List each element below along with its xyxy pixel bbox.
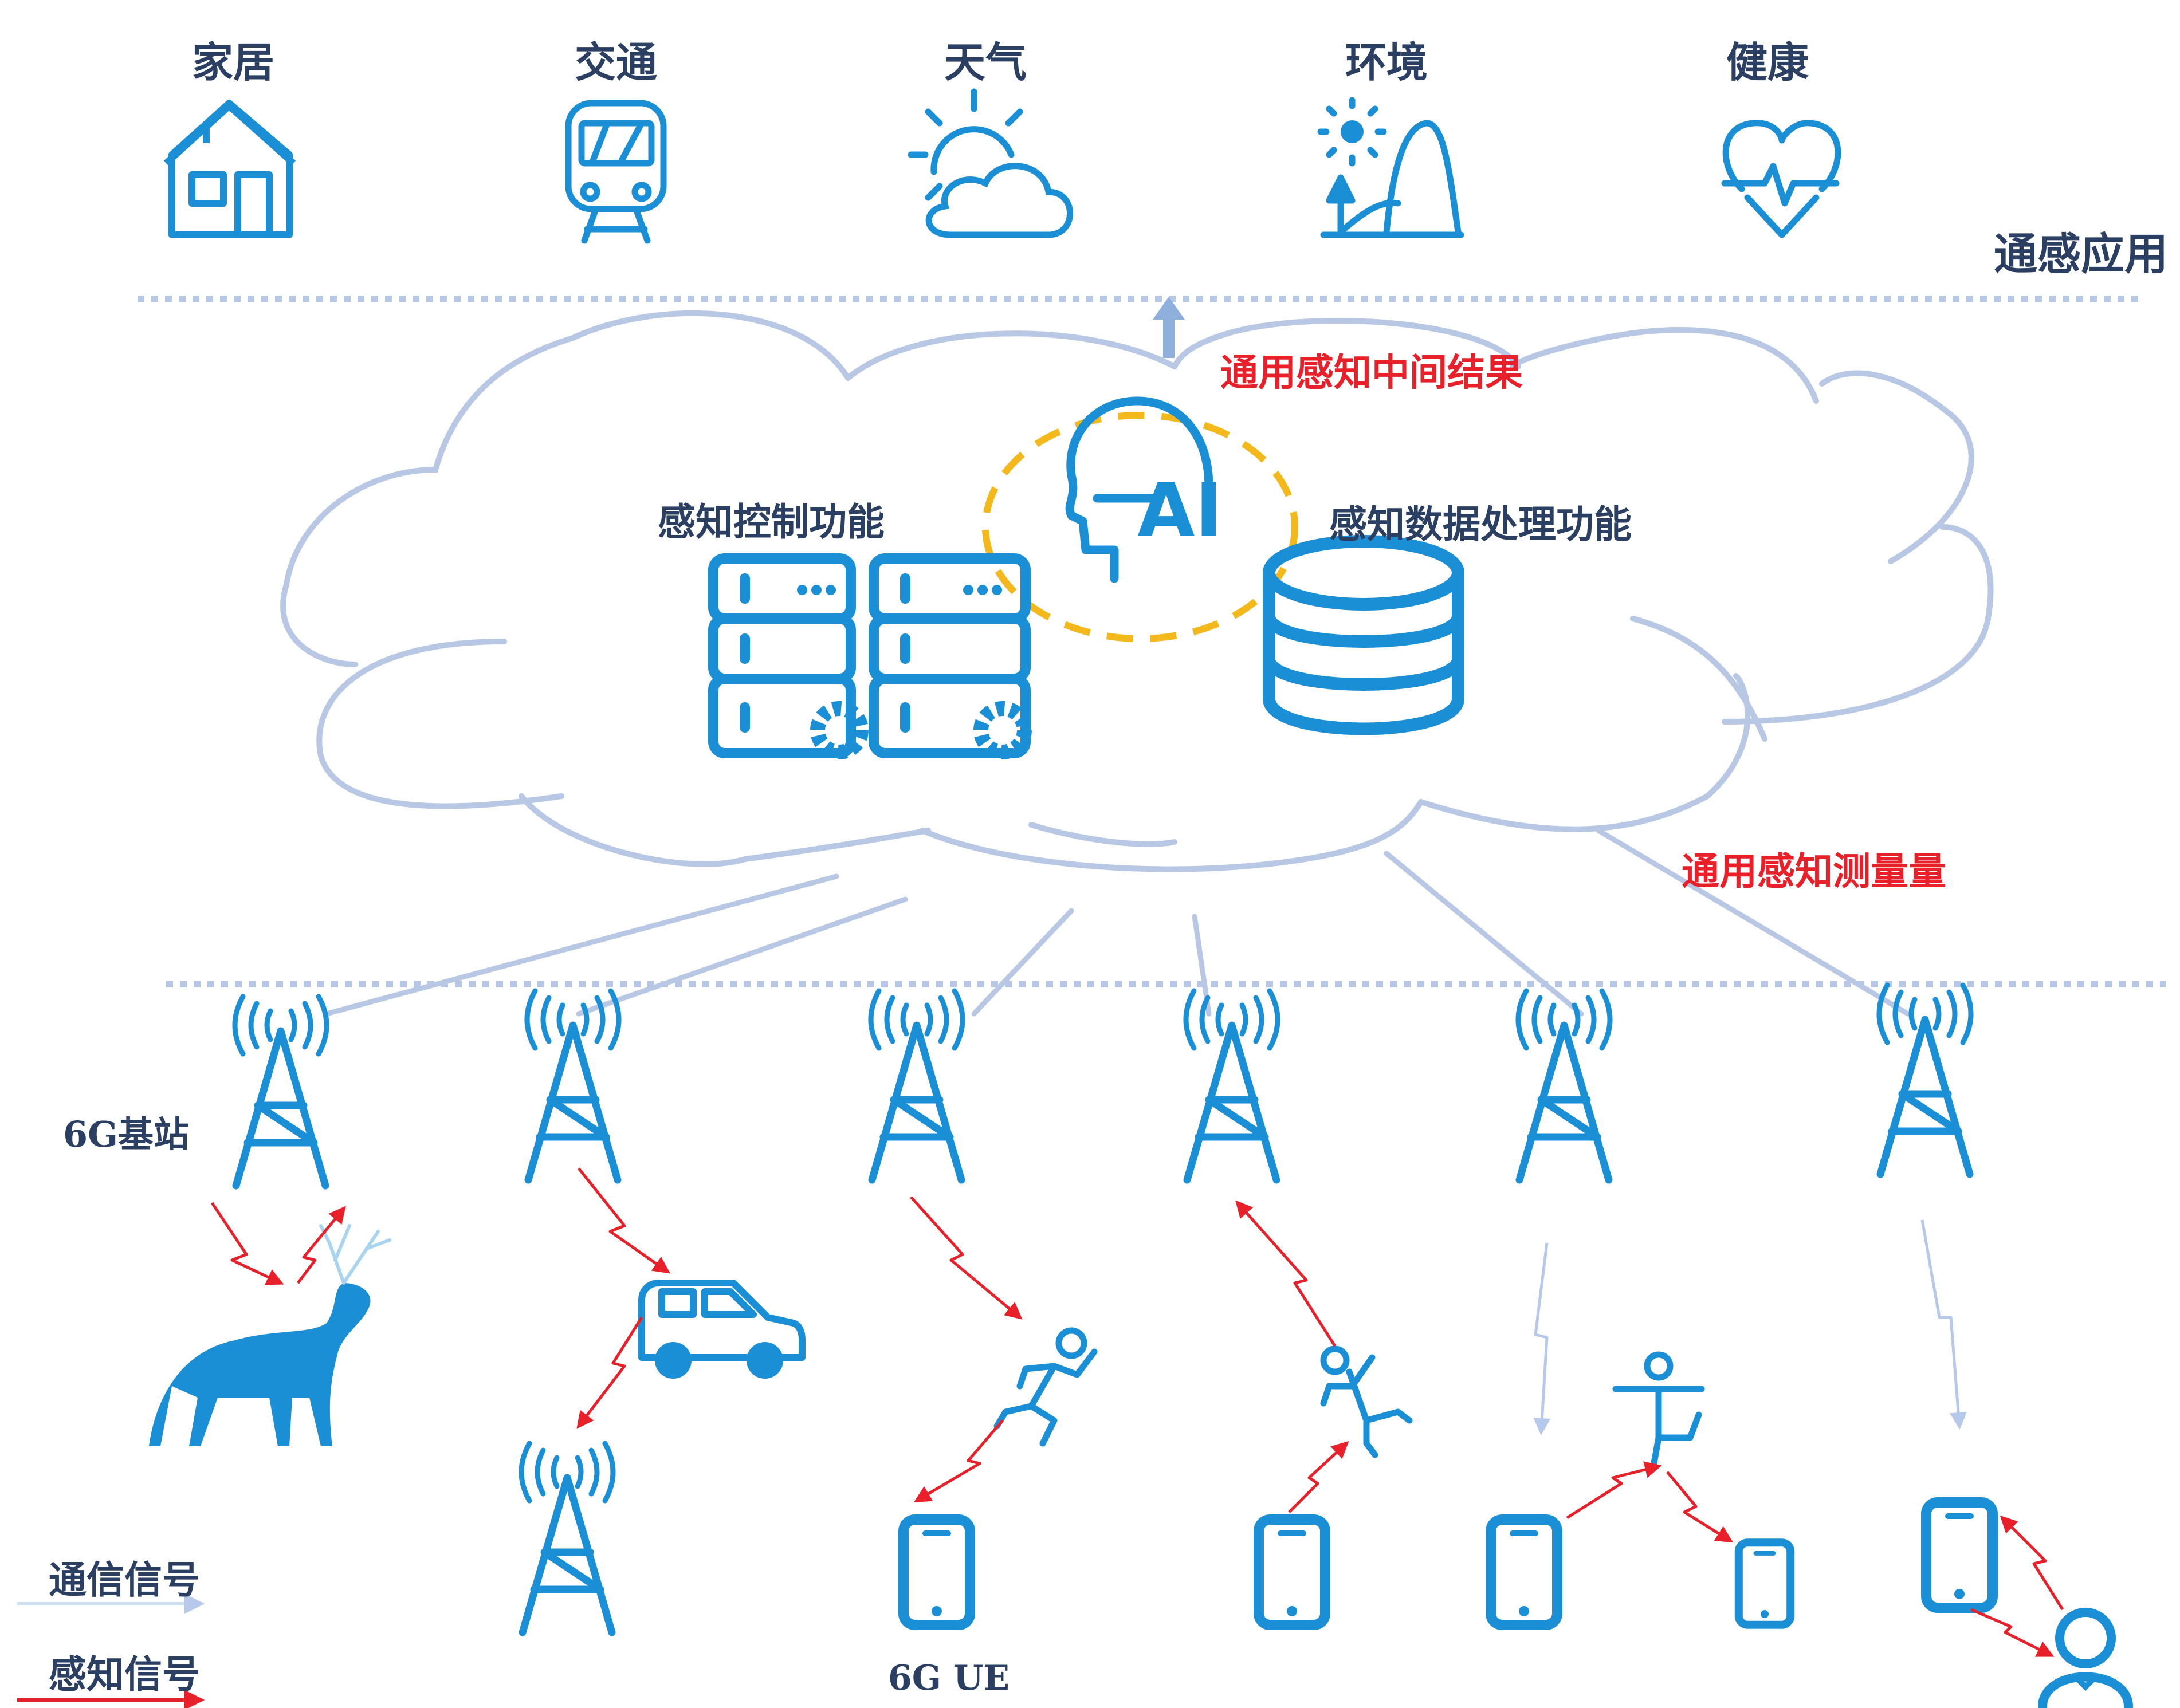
phone-icon [1739,1542,1790,1625]
ai-head-icon [1065,396,1213,583]
application-layer-label: 通感应用 [1994,229,2168,280]
communication-signal-arrows [1533,1219,1967,1435]
ue-label: 6G UE [888,1658,1010,1698]
running-person-icon [993,1327,1098,1447]
control-server-icon [708,553,1031,758]
phone-icon [1491,1520,1557,1625]
legend-sense-label: 感知信号 [49,1652,200,1697]
base-station-icon [521,1443,613,1632]
ai-ring [982,412,1298,642]
legend-comm-label: 通信信号 [49,1557,200,1602]
sensing-signal-arrows [210,1167,2064,1657]
phone-icon [1259,1520,1325,1625]
health-icon [1721,120,1841,238]
app-label-environment: 环境 [1345,38,1428,86]
base-station-icon [871,991,963,1180]
app-label-home: 家居 [191,38,275,86]
falling-person-icon [1320,1345,1413,1458]
app-label-weather: 天气 [944,38,1027,86]
ai-label: AI [1137,467,1223,554]
base-station-icon [1518,991,1610,1180]
deer-icon [149,1224,391,1446]
phone-icon [1926,1502,1993,1608]
base-station-icon [1186,991,1278,1180]
train-icon [565,100,667,244]
sensing-data-processing-label: 感知数据处理功能 [1329,502,1632,546]
base-station-icon [527,991,619,1180]
base-station-icon [235,997,327,1186]
exercising-person-icon [1612,1351,1705,1473]
app-label-health: 健康 [1726,38,1809,86]
phone-icon [904,1520,970,1625]
base-station-icon [1879,985,1971,1174]
upward-arrow-icon [1153,297,1185,358]
wearable-user-icon [2038,1608,2133,1708]
house-icon [163,100,296,238]
gear-icon [810,701,1032,759]
cloud-outline [280,310,1994,872]
backhaul-links [324,828,1911,1017]
server-status-dots [797,585,1002,595]
environment-icon [1317,97,1464,238]
car-icon [638,1280,806,1379]
measurement-label: 通用感知测量量 [1682,849,1946,894]
intermediate-result-label: 通用感知中间结果 [1220,350,1523,395]
base-station-label: 6G基站 [63,1113,190,1155]
weather-icon [908,88,1073,238]
app-label-transport: 交通 [574,38,658,86]
sensing-control-label: 感知控制功能 [658,499,885,544]
database-icon [1263,535,1464,735]
